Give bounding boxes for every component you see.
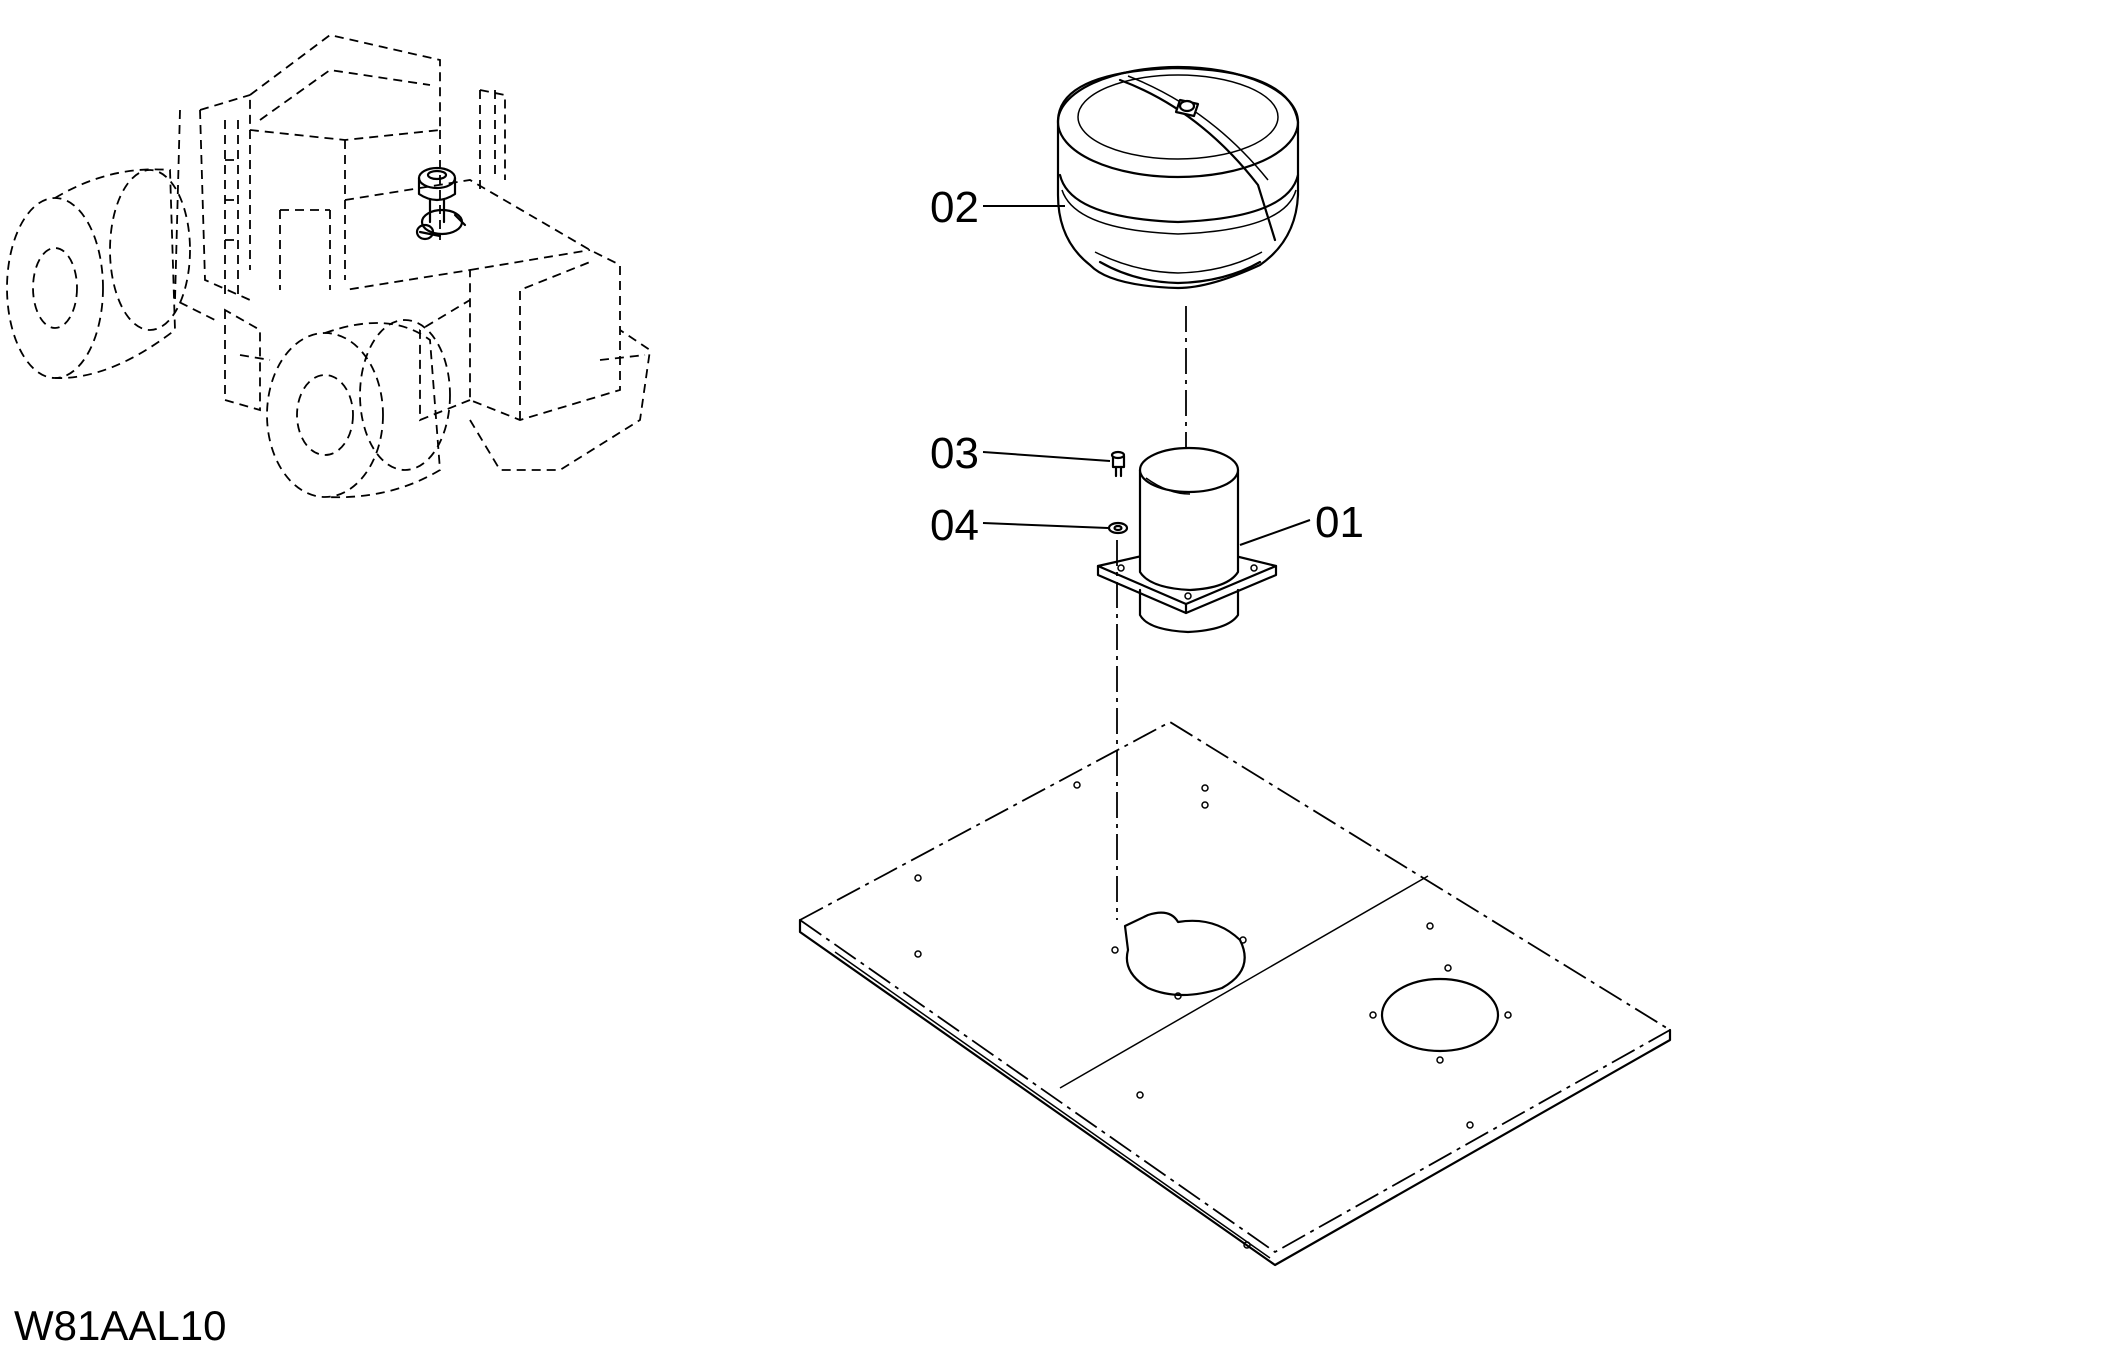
part-01-intake-pipe	[1096, 446, 1278, 634]
drawing-code: W81AAL10	[14, 1302, 227, 1349]
leader-04	[982, 522, 1109, 529]
plate-mounting-holes	[914, 781, 1512, 1249]
highlighted-intake-part	[415, 166, 467, 241]
part-04-washer	[1107, 521, 1129, 535]
leader-03	[982, 451, 1111, 462]
part-03-bolt	[1110, 450, 1126, 478]
callout-04: 04	[930, 501, 979, 550]
machine-overview-illustration	[6, 34, 651, 499]
leader-01	[1239, 519, 1311, 546]
callout-02: 02	[930, 183, 979, 232]
callout-03: 03	[930, 429, 979, 478]
part-02-precleaner-cap	[1056, 65, 1300, 290]
mounting-plate	[798, 720, 1672, 1267]
callout-01: 01	[1315, 498, 1364, 547]
